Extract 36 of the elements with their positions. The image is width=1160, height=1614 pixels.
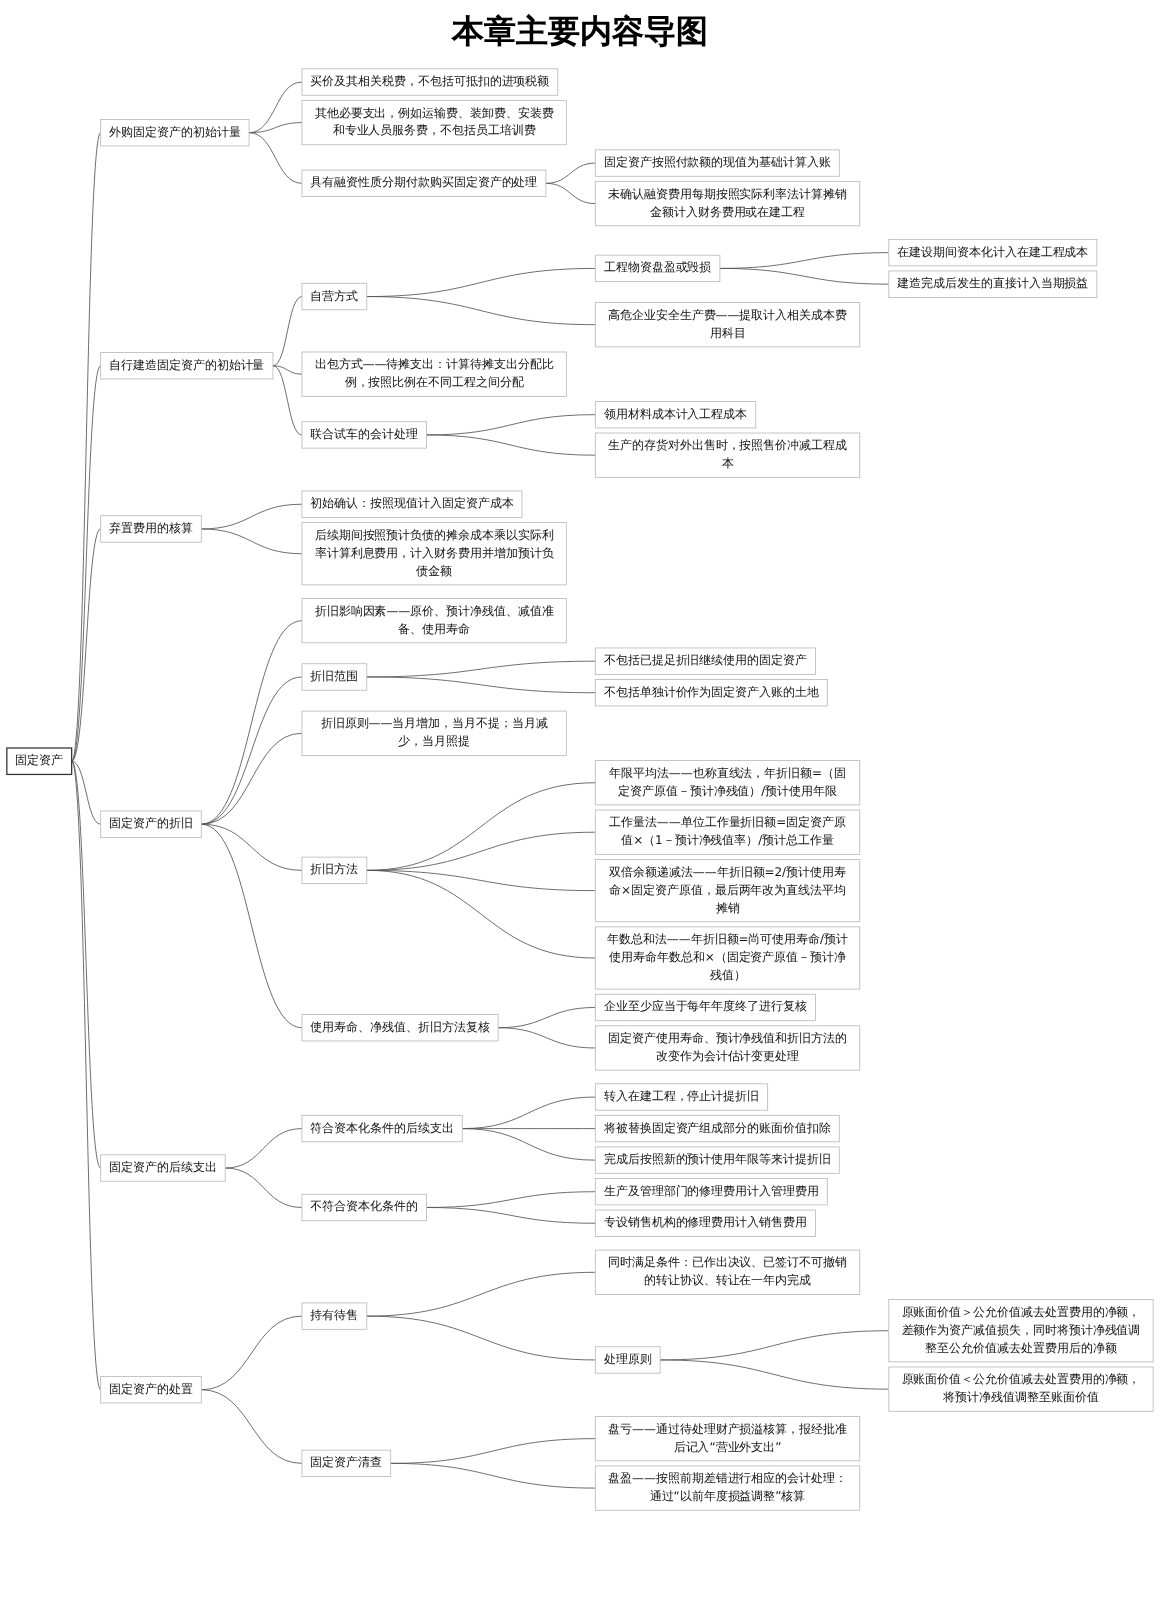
connector	[272, 296, 303, 367]
connector	[719, 268, 890, 285]
connector	[272, 365, 303, 436]
connector	[426, 1207, 596, 1224]
connector	[366, 296, 596, 326]
connector	[200, 732, 303, 825]
connector	[248, 122, 303, 134]
connector	[224, 1167, 303, 1208]
connector	[200, 823, 303, 1029]
connector	[71, 528, 102, 762]
diagram-title: 本章主要内容导图	[449, 12, 710, 54]
connector	[200, 620, 303, 825]
connector	[200, 1389, 303, 1464]
connector	[71, 760, 102, 1391]
connector	[366, 676, 596, 694]
connector	[366, 869, 596, 959]
connector	[248, 81, 303, 134]
connector	[71, 365, 102, 762]
connector	[366, 1315, 596, 1361]
connector	[390, 1462, 596, 1489]
connector	[366, 1271, 596, 1317]
connector	[200, 676, 303, 825]
connector	[71, 760, 102, 1169]
connector	[545, 182, 596, 204]
connector	[200, 528, 303, 555]
connector	[272, 365, 303, 375]
connector	[545, 162, 596, 184]
connector	[224, 1128, 303, 1169]
connector	[200, 1315, 303, 1391]
connector	[71, 760, 102, 825]
connector	[426, 434, 596, 456]
connector	[461, 1128, 596, 1161]
connector	[71, 132, 102, 762]
connector	[248, 132, 303, 184]
connector	[497, 1027, 596, 1049]
connector	[659, 1359, 890, 1390]
